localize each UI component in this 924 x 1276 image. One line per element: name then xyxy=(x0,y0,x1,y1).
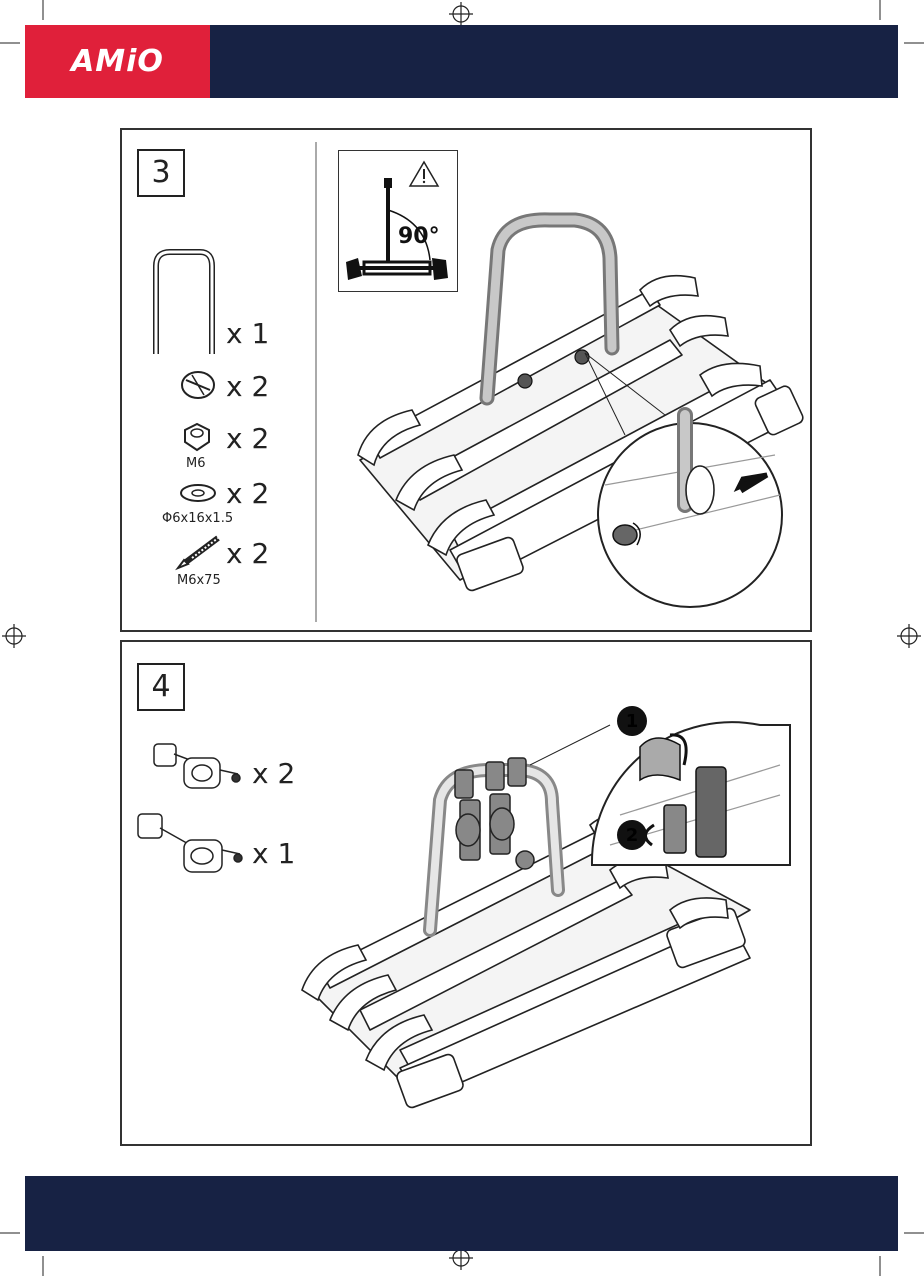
part-qty-nut: x 2 xyxy=(226,422,269,455)
u-bar-icon xyxy=(150,248,220,358)
step-3-detail-zoom xyxy=(585,345,810,610)
washer-icon xyxy=(178,482,218,504)
part-qty-washer: x 2 xyxy=(226,477,269,510)
part-caption-nut: M6 xyxy=(186,456,206,471)
nut-icon xyxy=(180,422,214,452)
part-qty-short-holder: x 2 xyxy=(252,757,295,790)
brand-logo: AMiO xyxy=(25,25,210,98)
short-arm-holder-icon xyxy=(148,740,244,792)
callout-1: 1 xyxy=(617,706,647,736)
step-4-detail-zoom: 1 2 xyxy=(520,685,790,865)
step-4-number: 4 xyxy=(137,663,185,711)
part-qty-knob: x 2 xyxy=(226,370,269,403)
long-arm-holder-icon xyxy=(134,806,246,878)
part-caption-bolt: M6x75 xyxy=(177,573,221,588)
part-caption-washer: Φ6x16x1.5 xyxy=(162,511,233,526)
part-qty-bolt: x 2 xyxy=(226,537,269,570)
callout-1-label: 1 xyxy=(626,711,639,732)
footer-band xyxy=(25,1176,898,1251)
step-3-number: 3 xyxy=(137,149,185,197)
part-qty-long-holder: x 1 xyxy=(252,837,295,870)
brand-logo-text: AMiO xyxy=(25,25,210,98)
callout-2-label: 2 xyxy=(626,825,639,846)
bolt-icon xyxy=(174,534,224,574)
part-qty-u-bar: x 1 xyxy=(226,317,269,350)
callout-2: 2 xyxy=(617,820,647,850)
knob-icon xyxy=(180,370,216,400)
